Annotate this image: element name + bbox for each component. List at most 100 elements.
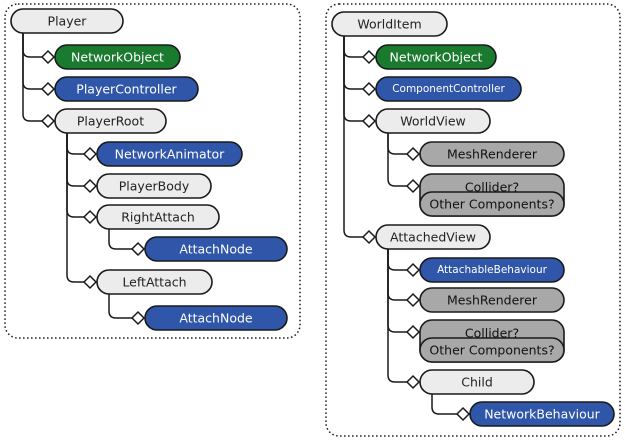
- connector-attachedview-collider: [387, 249, 407, 333]
- node-label: AttachedView: [390, 230, 476, 245]
- worlditem-group-frame: [325, 3, 621, 437]
- composition-diamond-icon: [405, 178, 421, 194]
- composition-diamond-icon: [405, 146, 421, 162]
- node-player: Player: [10, 8, 124, 34]
- node-box: [54, 44, 181, 70]
- node-label-secondary: Other Components?: [429, 197, 554, 212]
- node-rightattach-attachnode: AttachNode: [144, 236, 288, 262]
- connector-player-playerroot: [22, 33, 42, 122]
- node-worldview-meshrenderer: MeshRenderer: [419, 141, 565, 167]
- node-playerroot-rightattach: RightAttach: [96, 204, 220, 230]
- node-label: PlayerBody: [119, 179, 190, 194]
- node-label: AttachNode: [179, 311, 253, 326]
- composition-diamond-icon: [40, 81, 56, 97]
- node-worlditem-attachedview: AttachedView: [375, 224, 491, 250]
- node-label: NetworkObject: [390, 50, 483, 65]
- node-playerroot-leftattach: LeftAttach: [96, 269, 213, 295]
- node-playerroot-networkanimator: NetworkAnimator: [96, 141, 243, 167]
- connector-worlditem-networkobject: [343, 36, 363, 58]
- connector-player-networkobject: [22, 33, 42, 58]
- node-box: [96, 141, 243, 167]
- node-label: NetworkObject: [71, 50, 164, 65]
- composition-diamond-icon: [40, 113, 56, 129]
- node-label: Collider?: [465, 180, 519, 195]
- player-group-frame: [4, 3, 301, 339]
- node-box: [419, 257, 565, 283]
- node-worlditem: WorldItem: [331, 11, 448, 37]
- connector-attachedview-attachablebehaviour: [387, 249, 407, 271]
- connector-playerroot-leftattach: [66, 133, 84, 283]
- node-label: PlayerController: [76, 82, 177, 97]
- composition-diamond-icon: [361, 49, 377, 65]
- composition-diamond-icon: [82, 209, 98, 225]
- node-box-secondary: [419, 337, 565, 363]
- node-label: Player: [48, 14, 88, 29]
- node-box: [331, 11, 448, 37]
- node-box: [96, 173, 212, 199]
- composition-diamond-icon: [455, 406, 471, 422]
- node-box: [375, 44, 497, 70]
- connector-playerroot-networkanimator: [66, 133, 84, 155]
- node-label-secondary: Other Components?: [429, 343, 554, 358]
- node-playerroot-playerbody: PlayerBody: [96, 173, 212, 199]
- node-box: [96, 204, 220, 230]
- node-box: [419, 141, 565, 167]
- node-box: [419, 287, 565, 313]
- node-box: [144, 236, 288, 262]
- connector-child-networkbehaviour: [431, 394, 457, 415]
- node-child-networkbehaviour: NetworkBehaviour: [469, 401, 615, 427]
- node-label: NetworkBehaviour: [484, 407, 600, 422]
- connector-playerroot-playerbody: [66, 133, 84, 187]
- node-label: Child: [461, 375, 493, 390]
- node-label: MeshRenderer: [447, 293, 538, 308]
- node-box: [469, 401, 615, 427]
- connector-rightattach-attachnode: [108, 229, 132, 250]
- node-box-secondary: [419, 191, 565, 217]
- node-worldview-collider: Collider? Other Components?: [419, 173, 565, 217]
- node-leftattach-attachnode: AttachNode: [144, 305, 288, 331]
- node-label: PlayerRoot: [77, 114, 144, 129]
- composition-diamond-icon: [82, 274, 98, 290]
- composition-diamond-icon: [130, 241, 146, 257]
- composition-diamond-icon: [361, 81, 377, 97]
- composition-diamond-icon: [82, 178, 98, 194]
- node-attachedview-meshrenderer: MeshRenderer: [419, 287, 565, 313]
- node-layer: PlayerNetworkObjectPlayerControllerPlaye…: [10, 8, 615, 427]
- composition-diamond-icon: [405, 262, 421, 278]
- node-box: [10, 8, 124, 34]
- node-attachedview-child: Child: [419, 369, 535, 395]
- composition-diamond-icon: [130, 310, 146, 326]
- composition-diamond-icon: [40, 49, 56, 65]
- node-box: [96, 269, 213, 295]
- connector-leftattach-attachnode: [108, 294, 132, 319]
- connector-worlditem-attachedview: [343, 36, 363, 238]
- connector-attachedview-meshrenderer: [387, 249, 407, 301]
- node-box: [375, 108, 491, 134]
- connector-layer: [22, 33, 471, 422]
- node-box: [144, 305, 288, 331]
- node-worlditem-networkobject: NetworkObject: [375, 44, 497, 70]
- node-label: Collider?: [465, 326, 519, 341]
- node-label: LeftAttach: [122, 275, 186, 290]
- node-label: RightAttach: [121, 210, 195, 225]
- composition-diamond-icon: [82, 146, 98, 162]
- node-label: MeshRenderer: [447, 147, 538, 162]
- node-box: [375, 76, 522, 102]
- composition-diamond-icon: [405, 324, 421, 340]
- node-label: WorldView: [400, 114, 466, 129]
- node-box: [375, 224, 491, 250]
- node-box: [54, 76, 199, 102]
- node-worlditem-componentcontroller: ComponentController: [375, 76, 522, 102]
- connector-worlditem-componentcontroller: [343, 36, 363, 90]
- node-box: [419, 369, 535, 395]
- node-attachedview-attachablebehaviour: AttachableBehaviour: [419, 257, 565, 283]
- node-label: NetworkAnimator: [115, 147, 226, 162]
- composition-diamond-icon: [361, 113, 377, 129]
- connector-playerroot-rightattach: [66, 133, 84, 218]
- node-player-networkobject: NetworkObject: [54, 44, 181, 70]
- node-box: [54, 108, 167, 134]
- connector-player-playercontroller: [22, 33, 42, 90]
- node-worlditem-worldview: WorldView: [375, 108, 491, 134]
- connector-worldview-collider: [387, 133, 407, 187]
